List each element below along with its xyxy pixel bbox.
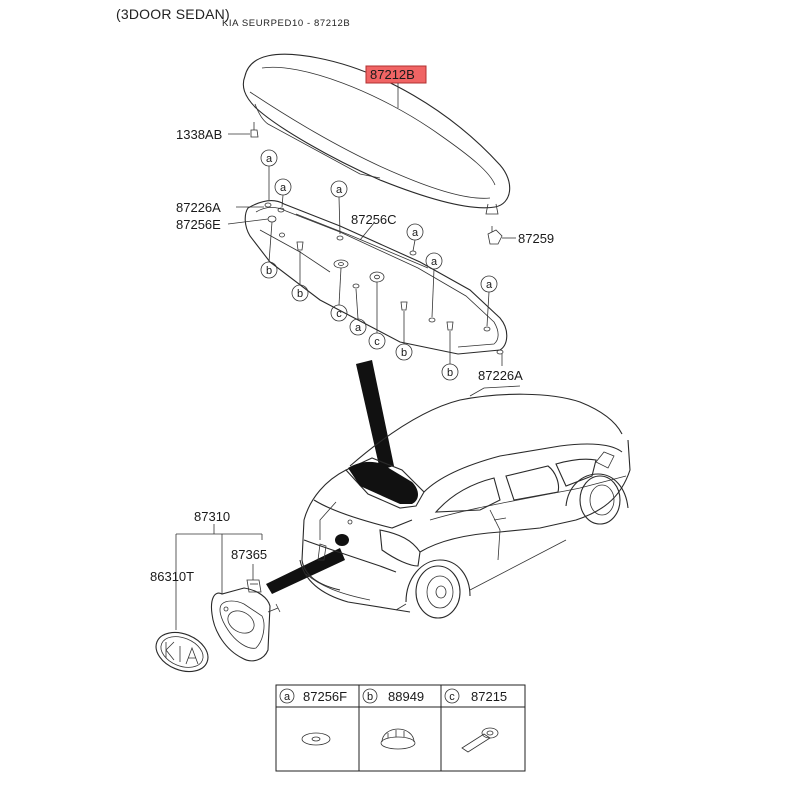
emblem-part-label[interactable]: 86310T (150, 569, 194, 584)
legend-row-b: b 88949 (362, 688, 424, 704)
callout-a[interactable]: a (274, 178, 292, 208)
callout-a[interactable]: a (260, 149, 278, 200)
svg-text:a: a (431, 256, 438, 268)
svg-text:a: a (280, 182, 287, 194)
vehicle-rear-view (299, 385, 631, 619)
callout-b[interactable]: b (395, 311, 413, 361)
rear-spoiler[interactable] (242, 53, 511, 215)
legend-part-c[interactable]: 87215 (471, 689, 507, 704)
callout-a[interactable]: a (349, 288, 367, 336)
svg-text:a: a (486, 279, 493, 291)
legend-key-a: a (284, 691, 291, 703)
svg-text:a: a (266, 153, 273, 165)
legend-row-c: c 87215 (444, 688, 507, 704)
spoiler-part-highlight-box (365, 65, 427, 84)
nut-part-label[interactable]: 87259 (518, 231, 554, 246)
bolt-icon (250, 122, 259, 138)
nut-icon (487, 226, 503, 245)
legend-key-b: b (367, 691, 373, 703)
legend-row-a: a 87256F (279, 688, 347, 704)
diagram-variant: (3DOOR SEDAN) (116, 6, 230, 22)
grommet-clip-icon (461, 727, 499, 753)
gasket-fasteners (264, 202, 504, 355)
bolt-part-label[interactable]: 1338AB (176, 127, 222, 142)
emblem-assy-part-label[interactable]: 87310 (194, 509, 230, 524)
cap-icon (380, 728, 416, 750)
emblem-bracket[interactable] (210, 587, 281, 662)
diagram-title: KIA SEURPED10 - 87212B (222, 18, 351, 29)
svg-text:a: a (412, 227, 419, 239)
clip-e-part-label[interactable]: 87256E (176, 217, 221, 232)
callout-a[interactable]: a (480, 275, 498, 327)
callout-b[interactable]: b (291, 251, 309, 302)
emblem-holder-clip (246, 579, 262, 593)
callout-a[interactable]: a (406, 223, 424, 252)
callout-b[interactable]: b (260, 221, 278, 279)
svg-text:a: a (355, 322, 362, 334)
svg-text:b: b (266, 265, 272, 277)
washer-icon (301, 732, 331, 746)
legend-key-c: c (449, 691, 455, 703)
svg-text:a: a (336, 184, 343, 196)
hardware-legend-table (275, 684, 526, 772)
tape-part-label[interactable]: 87256C (351, 212, 397, 227)
callout-b[interactable]: b (441, 331, 459, 381)
svg-text:b: b (297, 288, 303, 300)
svg-text:c: c (374, 336, 380, 348)
callout-a[interactable]: a (330, 180, 348, 235)
kia-emblem[interactable] (150, 625, 214, 679)
legend-part-a[interactable]: 87256F (303, 689, 347, 704)
callout-c[interactable]: c (368, 282, 386, 350)
svg-text:c: c (336, 308, 342, 320)
emblem-holder-part-label[interactable]: 87365 (231, 547, 267, 562)
callout-a[interactable]: a (425, 252, 443, 318)
clip-a-bottom-part-label[interactable]: 87226A (478, 368, 523, 383)
svg-text:b: b (401, 347, 407, 359)
svg-text:b: b (447, 367, 453, 379)
spoiler-part-label[interactable]: 87212B (370, 67, 415, 82)
callout-c[interactable]: c (330, 267, 348, 322)
clip-a-top-part-label[interactable]: 87226A (176, 200, 221, 215)
legend-part-b[interactable]: 88949 (388, 689, 424, 704)
spoiler-locator-arrow (356, 360, 394, 470)
